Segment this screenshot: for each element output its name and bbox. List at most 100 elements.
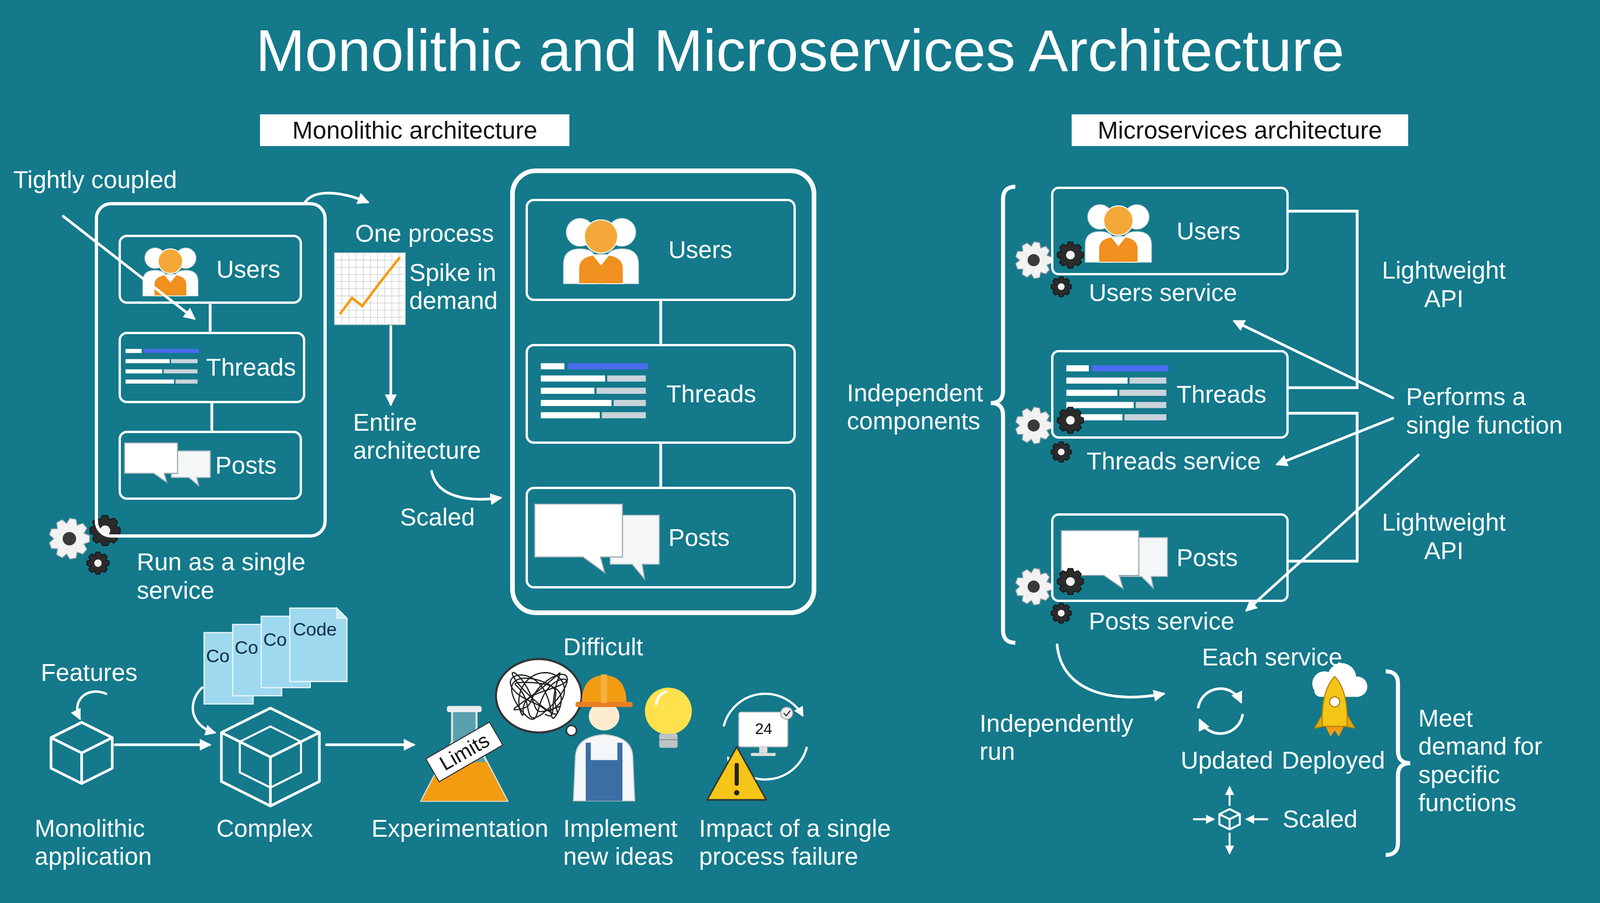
edge-label-block: Lightweight API: [1377, 508, 1510, 565]
annotation: Difficult: [563, 632, 644, 661]
gear-hole: [1057, 610, 1065, 617]
speech-bubble: [1061, 530, 1139, 590]
gear-hole: [1066, 250, 1075, 260]
gear-icon: [1051, 442, 1072, 463]
monolith-frame: UsersThreadsPosts: [94, 202, 327, 538]
cube-icon: [50, 722, 113, 784]
annotation: Performs a single function: [1406, 382, 1570, 440]
users-icon: [1085, 204, 1152, 263]
chart-grid: [335, 259, 404, 261]
flask: [421, 711, 508, 801]
rocket-flame: [1325, 726, 1344, 737]
rocket-window: [1329, 696, 1341, 708]
annotation: Features: [40, 658, 138, 687]
thread-bar: [163, 369, 198, 374]
gear-hole: [1057, 283, 1065, 290]
annotation-block: Features: [40, 658, 138, 687]
chart-grid: [335, 309, 404, 311]
person-collar: [1110, 237, 1126, 247]
section-header: Microservices architecture: [1071, 114, 1409, 147]
component-label: Users: [1176, 217, 1241, 246]
component-box: Threads: [118, 331, 306, 404]
annotation: Code: [292, 618, 337, 640]
engineer-strap: [585, 743, 591, 762]
component-label: Monolithic architecture: [292, 116, 538, 145]
arrow: [1228, 787, 1231, 806]
annotation: Co: [206, 645, 230, 667]
annotation: Meet demand for specific functions: [1418, 704, 1551, 817]
thread-bar: [1124, 414, 1167, 421]
engineer-strap: [617, 743, 623, 762]
cube-icon: [221, 708, 320, 807]
person-body: [578, 254, 624, 284]
rocket: [1322, 676, 1348, 727]
annotation-block: Scaled: [1282, 805, 1358, 834]
person-collar: [164, 274, 177, 283]
annotation-block: Experimentation: [371, 814, 549, 843]
service-caption: Threads service: [1086, 447, 1261, 476]
document-fold: [336, 608, 347, 619]
check-mark: [783, 710, 791, 716]
thread-bar: [602, 412, 646, 419]
chart-grid: [335, 266, 404, 268]
threads-icon: [540, 363, 649, 419]
annotation: 24: [755, 720, 772, 738]
arrow: [389, 326, 393, 405]
annotation: Independent components: [847, 378, 990, 436]
connector: [1288, 211, 1358, 388]
arrow: [115, 743, 210, 747]
thought-bubble: [496, 659, 583, 733]
connector: [659, 443, 663, 487]
thread-bar: [125, 359, 170, 364]
arrow: [77, 691, 107, 719]
person-body: [1098, 236, 1138, 263]
connector: [210, 403, 214, 431]
annotation-block: One process: [355, 219, 494, 248]
gear-icon: [1051, 603, 1072, 624]
arrow: [431, 471, 500, 500]
thread-bar: [540, 387, 595, 394]
arrow: [1200, 715, 1243, 734]
gear-hole: [1066, 415, 1075, 425]
component-box: Posts: [525, 486, 796, 590]
annotation: Entire architecture: [352, 408, 491, 465]
service-box-outline: [1051, 513, 1289, 603]
annotation: Each service: [1201, 643, 1342, 672]
thread-bar: [143, 349, 199, 354]
annotation-block: 24: [755, 720, 772, 738]
annotation: Tightly coupled: [13, 165, 177, 194]
component-label: Users: [216, 255, 281, 284]
bulb-base: [659, 733, 678, 749]
engineer-body: [573, 734, 635, 801]
component-label: Microservices architecture: [1097, 116, 1383, 145]
annotation-block: Difficult: [563, 632, 644, 661]
gear-icon: [1015, 241, 1052, 279]
annotation: Complex: [216, 814, 313, 843]
thread-bar: [540, 400, 612, 407]
thread-bar: [540, 363, 565, 370]
arrow: [1193, 818, 1214, 821]
annotation-block: Deployed: [1281, 746, 1386, 775]
annotation: Impact of a single process failure: [699, 814, 904, 871]
arrow: [1198, 688, 1241, 708]
annotation: Implement new ideas: [563, 814, 686, 871]
person-head: [584, 219, 618, 253]
thread-bar: [1091, 365, 1169, 372]
person-head: [1103, 205, 1134, 236]
thread-bar: [1135, 401, 1167, 408]
thought-dot: [566, 725, 577, 736]
annotation: Deployed: [1281, 746, 1386, 775]
thread-bar: [170, 359, 198, 364]
component-label: Users: [668, 235, 733, 264]
component-label: Threads: [666, 379, 757, 408]
speech-bubble: [534, 504, 623, 574]
warning-dot: [734, 790, 740, 796]
gear-hole: [94, 559, 102, 568]
arrow: [1277, 418, 1393, 464]
monitor-stand: [759, 746, 768, 753]
hard-hat-ridge: [601, 674, 608, 703]
gear-hole: [1057, 448, 1065, 456]
check-badge: [780, 707, 793, 720]
bracket: [990, 186, 1016, 643]
chart-paper: [334, 252, 406, 325]
